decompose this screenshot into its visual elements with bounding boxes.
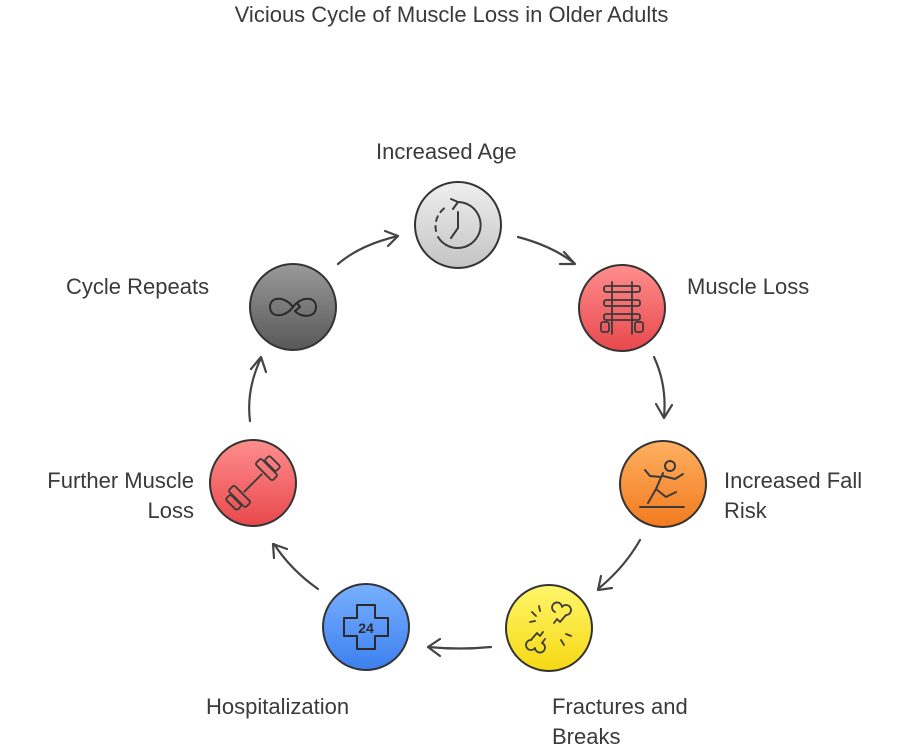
hospital-24-icon: 24: [343, 604, 389, 650]
diagram-title: Vicious Cycle of Muscle Loss in Older Ad…: [234, 2, 669, 27]
arrow-muscle-loss-to-fall-risk: [652, 355, 674, 420]
label-cycle-repeats: Cycle Repeats: [66, 274, 210, 299]
node-fractures-and-breaks: [505, 584, 593, 672]
arrow-hospitalization-to-further-loss: [271, 542, 320, 591]
arrow-age-to-muscle-loss: [516, 235, 577, 266]
node-cycle-repeats: [249, 263, 337, 351]
node-increased-fall-risk: [619, 440, 707, 528]
broken-bone-icon: [525, 601, 572, 654]
label-muscle-loss: Muscle Loss: [687, 274, 810, 299]
node-further-muscle-loss: [209, 439, 297, 527]
clock-reset-icon: [434, 198, 482, 249]
label-fractures-and-breaks: Fractures and Breaks: [552, 694, 688, 749]
arrow-further-loss-to-cycle-repeats: [248, 355, 268, 423]
label-further-muscle-loss: Further Muscle Loss: [47, 468, 194, 523]
node-increased-age: [414, 181, 502, 269]
label-hospitalization: Hospitalization: [206, 694, 350, 719]
barbell-rack-icon: [600, 281, 644, 335]
loop-icon: [269, 297, 317, 317]
label-increased-fall-risk: Increased Fall Risk: [724, 468, 863, 523]
node-muscle-loss: [578, 264, 666, 352]
arrow-cycle-repeats-to-age: [336, 229, 400, 266]
dumbbell-icon: [225, 455, 281, 511]
falling-person-icon: [639, 460, 685, 508]
arrow-fall-risk-to-fractures: [596, 538, 642, 592]
node-hospitalization: 24: [322, 583, 410, 671]
label-increased-age: Increased Age: [376, 139, 517, 164]
hospital-icon-text: 24: [358, 620, 374, 636]
arrow-fractures-to-hospitalization: [426, 637, 493, 658]
